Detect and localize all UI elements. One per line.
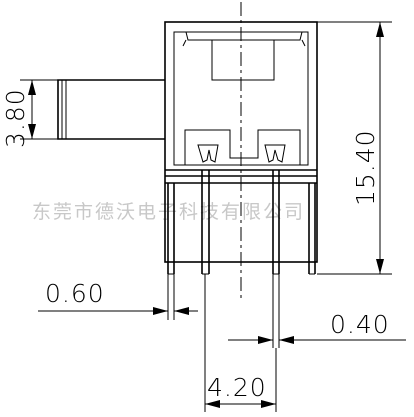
actuator-handle — [57, 79, 165, 140]
pins — [167, 170, 316, 275]
dimension-0-40-label: 0.40 — [330, 310, 390, 339]
dimension-15-40-label: 15.40 — [351, 129, 380, 206]
dimension-3-80-label: 3.80 — [1, 88, 30, 148]
dimension-4-20-label: 4.20 — [207, 373, 267, 402]
dimension-pin-pitch: 4.20 — [204, 274, 277, 412]
contact-left — [197, 144, 219, 163]
dimension-body-height: 15.40 — [317, 21, 392, 275]
dimension-pin-height: 3.80 — [1, 79, 58, 148]
dimension-pin-width: 0.60 — [38, 274, 198, 320]
contact-right — [264, 144, 286, 163]
dimension-pin-thickness: 0.40 — [228, 274, 406, 348]
dimension-0-60-label: 0.60 — [45, 279, 105, 308]
